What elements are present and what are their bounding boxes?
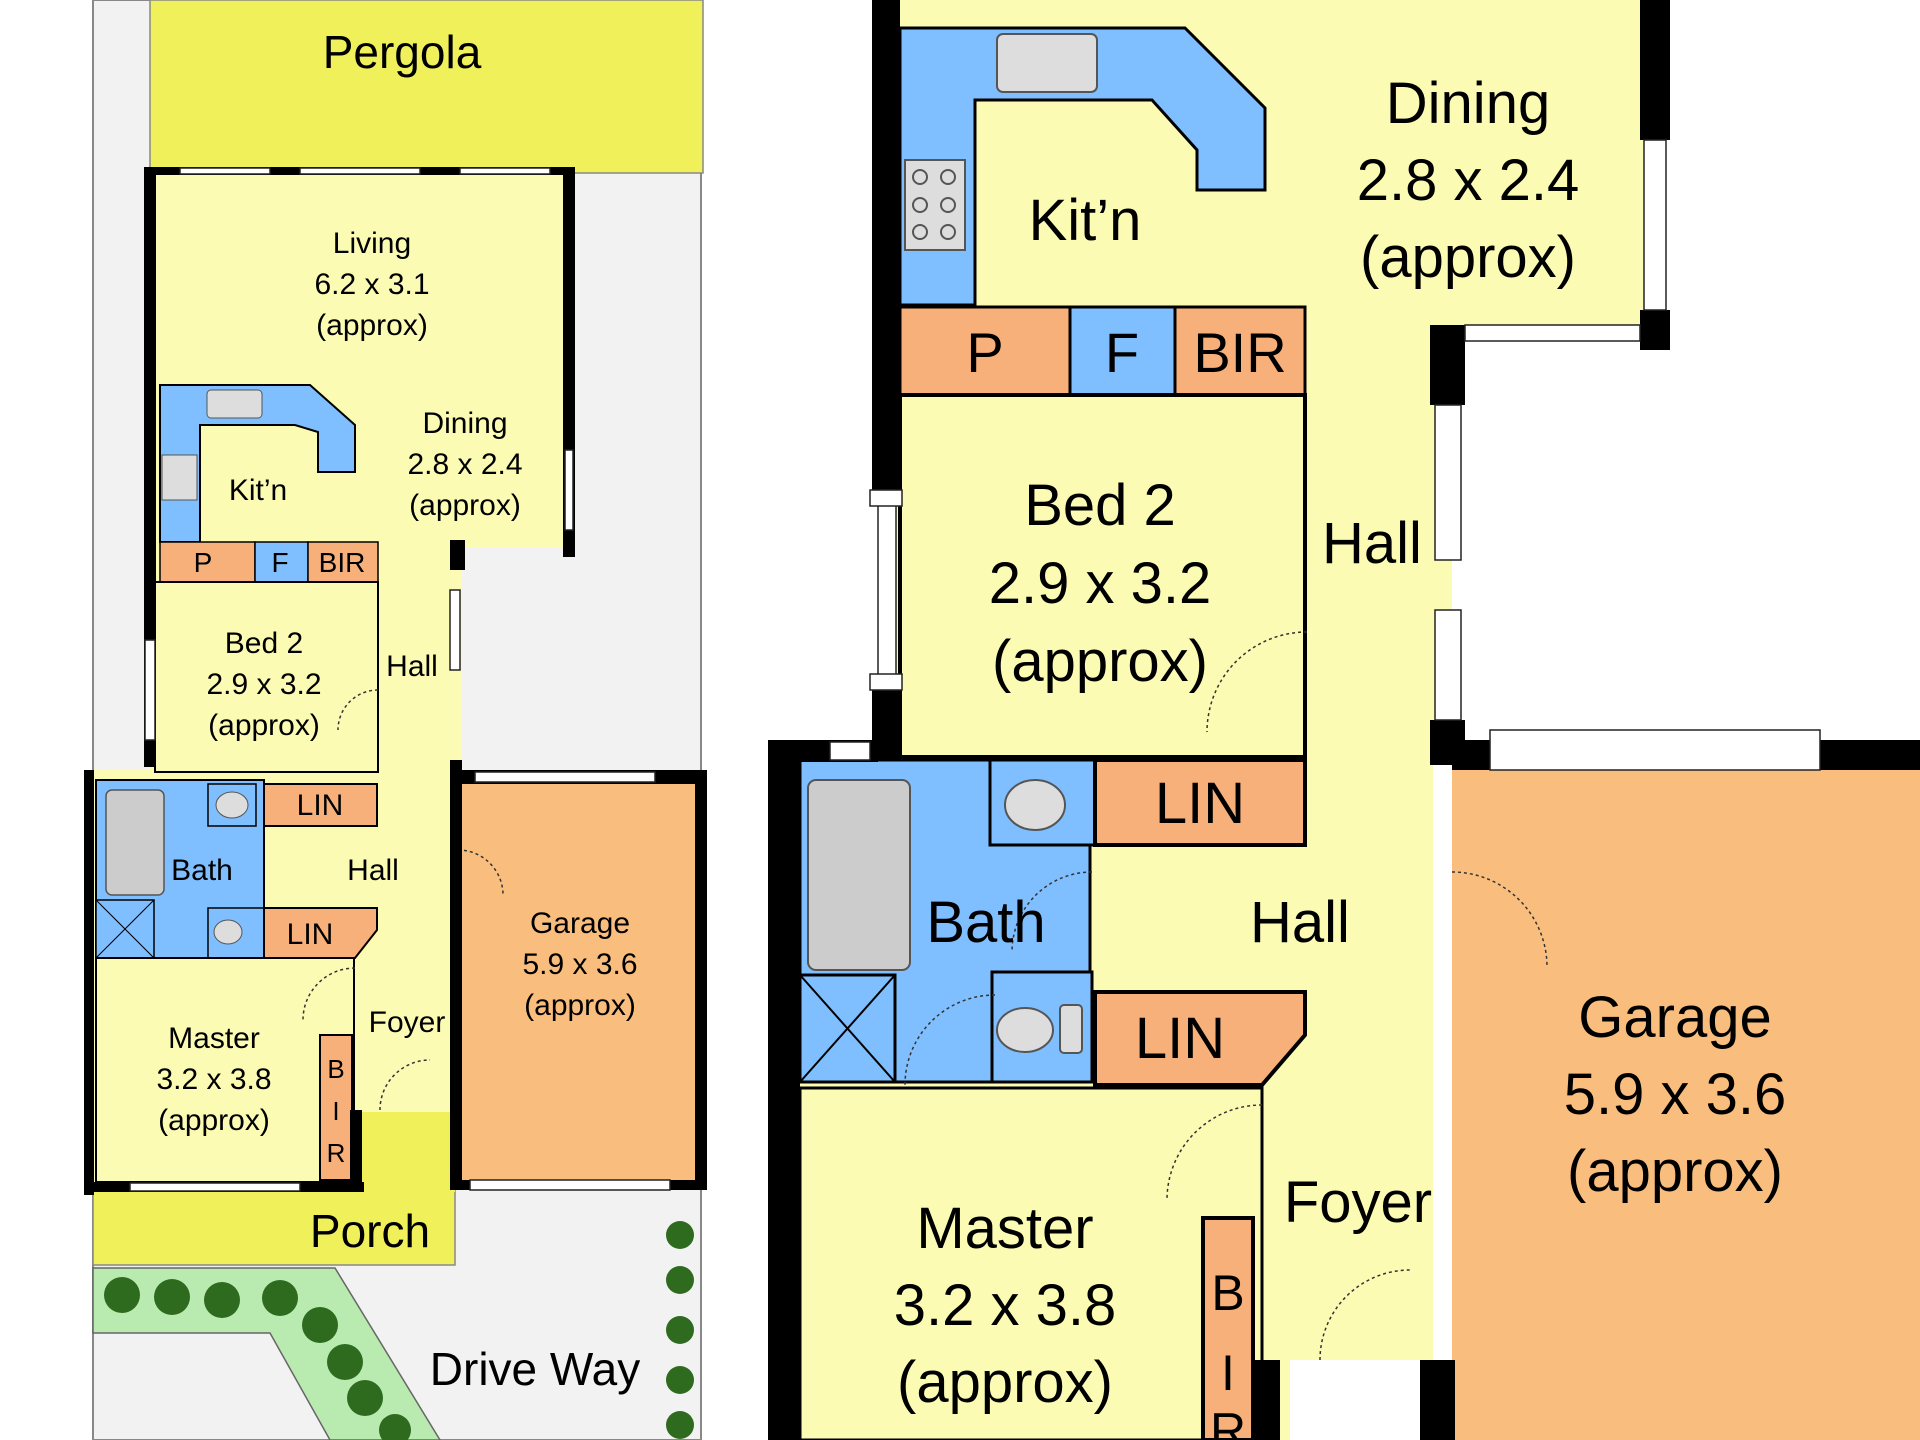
garage-door-swing (457, 849, 504, 896)
lin1-box (263, 783, 378, 827)
detail-basin-icon (1004, 779, 1066, 831)
detail-toilet-door-swing (904, 994, 996, 1086)
pergola-label: Pergola (323, 26, 482, 78)
basin-icon (215, 791, 249, 819)
living-label: Living (333, 227, 411, 260)
porch-label: Porch (310, 1205, 430, 1257)
foyer-label: Foyer (369, 1006, 446, 1039)
master-room (95, 957, 355, 1183)
detail-master-bir-b: B (1211, 1265, 1244, 1321)
lin1-label: LIN (297, 789, 344, 822)
bed2-size: 2.9 x 3.2 (206, 668, 321, 701)
hall-upper-label: Hall (386, 650, 438, 683)
detail-bath-label: Bath (926, 890, 1045, 955)
shrub-icons (104, 1221, 694, 1440)
detail-dining-size: 2.8 x 2.4 (1357, 148, 1579, 213)
detail-lin1-box (1093, 758, 1307, 847)
detail-foyer-label: Foyer (1284, 1170, 1432, 1235)
detail-master-bir-r: R (1210, 1403, 1246, 1440)
detail-lin2-label: LIN (1135, 1006, 1225, 1071)
detail-bed2-note: (approx) (992, 629, 1208, 694)
detail-garage-label: Garage (1578, 985, 1771, 1050)
pergola-area (149, 0, 704, 174)
detail-garage-note: (approx) (1567, 1139, 1783, 1204)
garage-label: Garage (530, 907, 630, 940)
detail-bed2-size: 2.9 x 3.2 (989, 551, 1211, 616)
detail-dining-label: Dining (1386, 71, 1550, 136)
detail-toilet-icon (996, 1007, 1054, 1053)
toilet-icon (213, 919, 243, 945)
sink-icon (206, 389, 263, 419)
detail-master-label: Master (916, 1196, 1093, 1261)
master-bir-b: B (327, 1054, 344, 1084)
detail-windows (829, 139, 1821, 1440)
bath-label: Bath (171, 854, 233, 887)
detail-kitchen-bench (898, 26, 1267, 307)
detail-master-size: 3.2 x 3.8 (894, 1273, 1116, 1338)
detail-master-note: (approx) (897, 1350, 1113, 1415)
detail-bath-door-swing (1011, 871, 1093, 953)
porch-area (92, 1189, 456, 1266)
porch-step (360, 1112, 455, 1192)
detail-kitchen-label: Kit’n (1029, 188, 1142, 253)
detail-garage-door-swing (1451, 871, 1548, 968)
garage-floor (458, 782, 701, 1186)
dining-label: Dining (422, 407, 507, 440)
detail-burner-icons (912, 169, 956, 240)
master-bir-box (319, 1034, 353, 1181)
kitchen-label: Kit’n (229, 474, 287, 507)
lin2-box (263, 907, 378, 959)
bed2-door-swing (337, 689, 379, 731)
detail-lin2-box (1093, 990, 1307, 1087)
detail-lin1-label: LIN (1155, 771, 1245, 836)
driveway-label: Drive Way (430, 1343, 640, 1395)
master-bir-r: R (327, 1138, 346, 1168)
living-note: (approx) (316, 309, 428, 342)
master-note: (approx) (158, 1104, 270, 1137)
detail-foyer-door-swing (1319, 1269, 1411, 1361)
detail-garage-size: 5.9 x 3.6 (1564, 1062, 1786, 1127)
master-bir-i: I (332, 1096, 339, 1126)
pantry-label: P (194, 547, 213, 578)
detail-plan: Dining 2.8 x 2.4 (approx) Kit’n P F BIR … (768, 0, 1920, 1440)
detail-bir-label: BIR (1193, 321, 1286, 384)
master-size: 3.2 x 3.8 (156, 1063, 271, 1096)
bed2-note: (approx) (208, 709, 320, 742)
cooktop-icon (161, 454, 198, 501)
master-label: Master (168, 1022, 260, 1055)
detail-bed2-room (898, 393, 1307, 759)
detail-master-room (798, 1086, 1264, 1440)
detail-master-bir-i: I (1221, 1345, 1235, 1401)
dining-size: 2.8 x 2.4 (407, 448, 522, 481)
bir-label: BIR (319, 547, 366, 578)
detail-bathtub-icon (807, 779, 911, 971)
living-size: 6.2 x 3.1 (314, 268, 429, 301)
garage-size: 5.9 x 3.6 (522, 948, 637, 981)
detail-pantry-label: P (966, 321, 1003, 384)
detail-master-door-swing (1166, 1104, 1263, 1201)
hall-lower-label: Hall (347, 854, 399, 887)
detail-hall-upper-label: Hall (1322, 511, 1422, 576)
bir-box (307, 541, 379, 583)
detail-fridge-box (1068, 305, 1177, 397)
lin2-label: LIN (287, 918, 334, 951)
bathtub-icon (105, 789, 165, 896)
bed2-label: Bed 2 (225, 627, 303, 660)
detail-fridge-label: F (1105, 321, 1139, 384)
detail-garage-floor (1452, 745, 1920, 1440)
detail-bed2-label: Bed 2 (1024, 473, 1176, 538)
detail-master-bir-box (1201, 1216, 1255, 1440)
pantry-box (159, 541, 256, 583)
garage-note: (approx) (524, 989, 636, 1022)
bed2-room (154, 581, 379, 773)
fridge-label: F (271, 547, 288, 578)
detail-bed2-door-swing (1206, 631, 1308, 733)
overview-windows (129, 167, 671, 1192)
overview-plan: Pergola Living 6.2 x 3.1 (approx) Dining… (84, 0, 707, 1440)
detail-hall-lower-label: Hall (1250, 890, 1350, 955)
detail-sink-icon (996, 33, 1098, 93)
detail-dining-note: (approx) (1360, 225, 1576, 290)
dining-note: (approx) (409, 489, 521, 522)
